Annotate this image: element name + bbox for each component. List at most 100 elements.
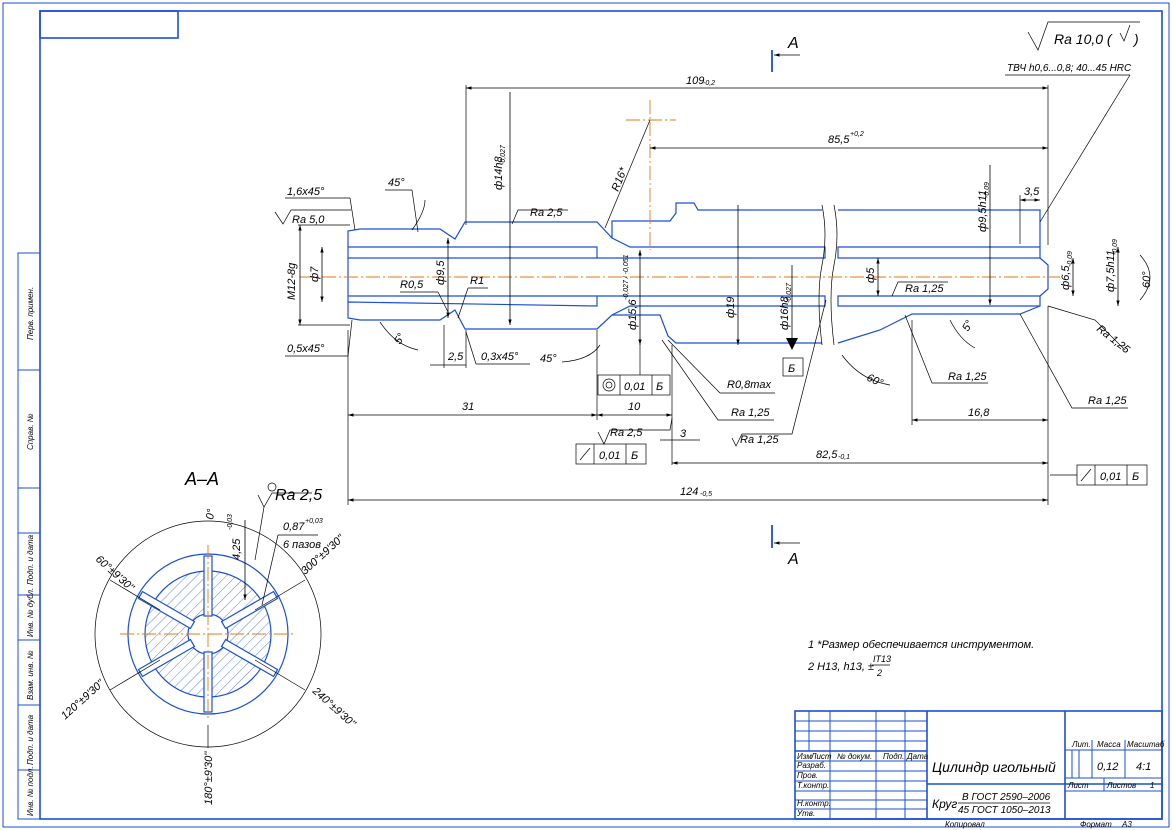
side-inv-dubl: Инв. № дубл.	[26, 588, 35, 637]
tb-material-1: В ГОСТ 2590–2006	[962, 792, 1051, 803]
title-block: Изм Лист № докум. Подп. Дата Разраб. Про…	[794, 710, 1165, 829]
heat-treatment-text: ТВЧ h0,6...0,8; 40...45 HRC	[1007, 63, 1132, 74]
dim-82-5: 82,5	[816, 449, 838, 461]
r0-8: R0,8max	[727, 379, 772, 391]
dim-124: 124	[680, 486, 698, 498]
tol-box3-val: 0,01	[1100, 471, 1121, 483]
side-vzam: Взам. инв. №	[26, 650, 35, 700]
tb-tkontr: Т.контр.	[797, 781, 829, 790]
ra-1-25-c: Ra 1,25	[731, 407, 770, 419]
phi15-6: ф15,6	[627, 299, 639, 330]
phi9-5: ф9,5	[435, 260, 447, 285]
section-slots: 6 пазов	[283, 539, 321, 551]
base-b: Б	[788, 363, 795, 375]
general-roughness: Ra 10,0 ( )	[1027, 21, 1140, 51]
dim-2-5: 2,5	[447, 351, 464, 363]
phi5: ф5	[865, 267, 877, 283]
phi6-5: ф6,5	[1060, 265, 1072, 290]
tb-izm: Изм	[797, 752, 812, 761]
dimensions: 109 -0,2 85,5 +0,2 ТВЧ h0,6...0,8; 40...…	[274, 63, 1153, 505]
dim-109-tol: -0,2	[703, 80, 715, 87]
tb-doc: № докум.	[837, 752, 872, 761]
section-a180: 180°±9'30''	[203, 751, 215, 805]
note-1: 1 *Размер обеспечивается инструментом.	[808, 639, 1034, 651]
ra-5-0: Ra 5,0	[292, 214, 325, 226]
part-section	[300, 100, 1060, 346]
dim-16-8: 16,8	[968, 407, 990, 419]
dim-82-5-tol: -0,1	[838, 454, 850, 461]
tb-material-prefix: Круг	[932, 797, 957, 811]
chamfer-0-5: 0,5х45°	[287, 343, 325, 355]
tb-mass: Масса	[1097, 740, 1121, 749]
phi9-5h11-tol: -0,09	[984, 182, 991, 198]
tb-format: Формат	[1080, 820, 1112, 829]
note-2-den: 2	[876, 668, 882, 678]
phi15-6-tol: -0,027 / -0,051	[623, 254, 630, 300]
side-sprav: Справ. №	[26, 413, 35, 450]
tb-list: Лист	[810, 752, 832, 761]
r1: R1	[470, 275, 484, 287]
ra-2-5-top: Ra 2,5	[530, 207, 563, 219]
phi14-tol: -0,027	[500, 144, 507, 165]
r16: R16*	[610, 165, 631, 193]
tb-sheets-val: 1	[1150, 781, 1154, 790]
note-2-num: IT13	[873, 654, 891, 664]
phi16-tol: -0,027	[786, 282, 793, 303]
tol-box1-val: 0,01	[624, 381, 645, 393]
section-dim087: 0,87	[283, 521, 305, 533]
dim-10: 10	[628, 401, 641, 413]
ra-1-25-a: Ra 1,25	[905, 283, 944, 295]
tb-sheet: Лист	[1067, 781, 1089, 790]
section-dim425: 4,25	[231, 538, 243, 560]
chamfer-1-6: 1,6х45°	[287, 186, 325, 198]
section-angle0: 0°	[204, 507, 218, 520]
tb-format-val: А3	[1121, 820, 1132, 829]
dim-31: 31	[462, 401, 474, 413]
section-aa-title: А–А	[184, 469, 219, 489]
side-stamp: Перв. примен. Справ. № Подп. и дата Инв.…	[26, 287, 35, 816]
m12: M12-8g	[286, 262, 298, 300]
tb-material-2: 45 ГОСТ 1050–2013	[958, 805, 1051, 816]
side-perv: Перв. примен.	[26, 287, 35, 340]
phi7: ф7	[309, 266, 321, 282]
chamfer-0-3: 0,3х45°	[481, 351, 519, 363]
tol-box2-base: Б	[631, 450, 638, 462]
angle-60-bot: 60°	[865, 372, 886, 390]
note-2: 2 H13, h13, ±	[807, 661, 874, 673]
ra-1-25-f: Ra 1,25	[740, 434, 779, 446]
angle-45-bot: 45°	[540, 353, 557, 365]
dim-3: 3	[680, 428, 687, 440]
section-marker-bottom: А	[771, 525, 800, 568]
tb-date: Дата	[906, 752, 929, 761]
tb-scale-val: 4:1	[1136, 761, 1151, 773]
notes: 1 *Размер обеспечивается инструментом. 2…	[807, 639, 1034, 678]
section-letter-top: А	[787, 35, 799, 52]
tol-box3-base: Б	[1132, 471, 1139, 483]
angle-60-right: 60°	[1141, 271, 1153, 288]
ra-1-25-e: Ra 1,25	[1088, 395, 1127, 407]
tb-sheets: Листов	[1106, 781, 1136, 790]
dim-85-5-tol: +0,2	[850, 131, 864, 138]
section-letter-bottom: А	[787, 551, 799, 568]
side-podp2: Подп. и дата	[26, 714, 35, 765]
section-a120: 120°±9'30''	[59, 677, 107, 722]
ra-2-5-mid: Ra 2,5	[610, 427, 643, 439]
tb-prov: Пров.	[797, 771, 818, 780]
dim-85-5: 85,5	[828, 134, 850, 146]
tb-utv: Утв.	[796, 809, 815, 818]
general-roughness-label: Ra 10,0 (	[1054, 31, 1113, 47]
section-a60: 60°±9'30''	[93, 553, 137, 594]
phi19: ф19	[725, 297, 737, 318]
phi9-5h11: ф9,5h11	[977, 190, 989, 232]
side-podp1: Подп. и дата	[26, 534, 35, 585]
section-dim087-tol: +0,03	[305, 518, 323, 525]
tb-sign: Подп.	[883, 752, 904, 761]
tb-lit: Лит.	[1071, 740, 1091, 749]
dim-124-tol: -0,5	[700, 491, 712, 498]
section-dim425-tol: -0,03	[227, 514, 234, 530]
phi16: ф16h8	[779, 295, 791, 330]
section-aa: А–А Ra 2,5 0° 4,25 -0,03 0,87 +0,03 6 па…	[59, 469, 358, 805]
general-roughness-tail: )	[1132, 31, 1139, 47]
